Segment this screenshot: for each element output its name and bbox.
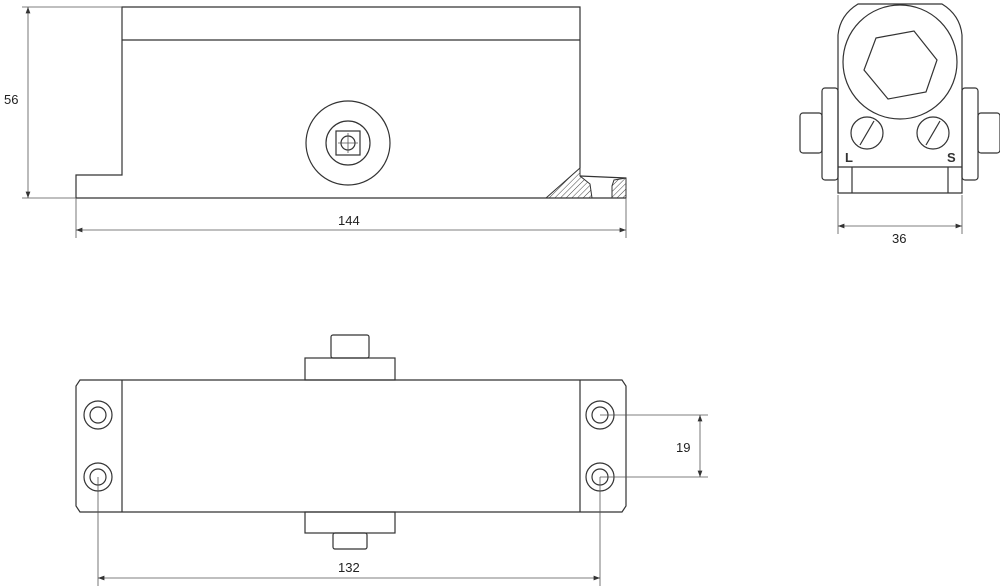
valve-screw-s [916,116,950,150]
end-view: L S 36 [799,3,1000,246]
side-view: 56 144 [4,6,627,238]
dimension-hole-horizontal-label: 132 [338,560,360,575]
dimension-height: 56 [4,6,122,199]
dimension-length: 144 [75,198,627,238]
mounting-holes [83,400,615,492]
dimension-hole-vertical-label: 19 [676,440,690,455]
valve-label-l: L [845,150,853,165]
dimension-width-label: 36 [892,231,906,246]
valve-screw-l [850,116,884,150]
hex-adjuster-icon [863,30,938,100]
top-view: 19 132 [75,334,708,586]
dimension-length-label: 144 [338,213,360,228]
valve-label-s: S [947,150,956,165]
pinion-shaft [305,100,391,186]
dimension-hole-vertical: 19 [600,414,708,478]
dimension-hole-horizontal: 132 [97,477,601,586]
dimension-height-label: 56 [4,92,18,107]
dimension-width: 36 [837,195,963,246]
